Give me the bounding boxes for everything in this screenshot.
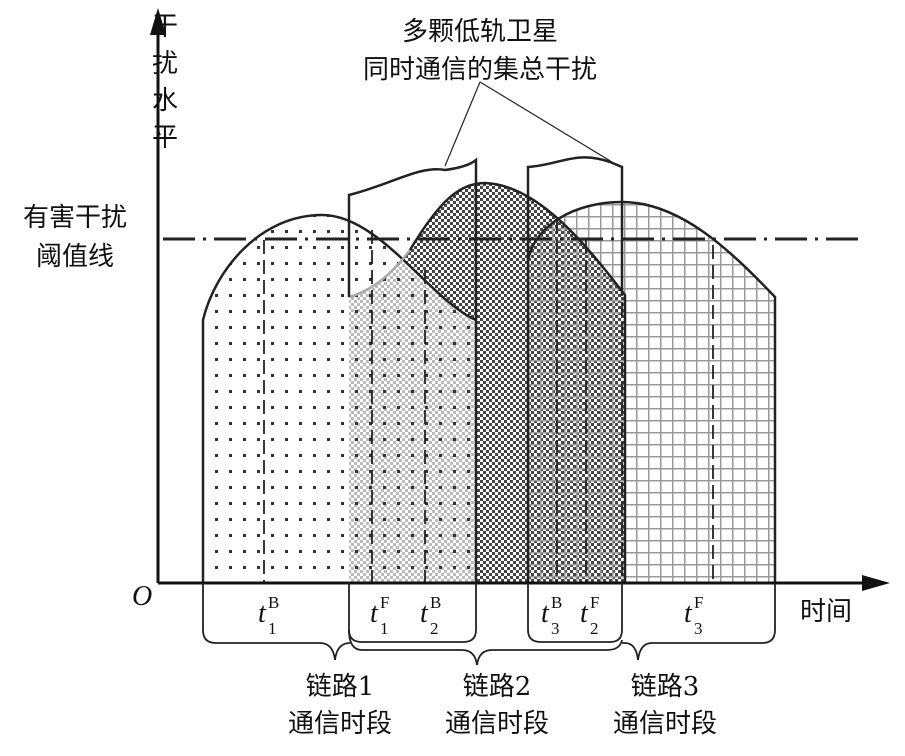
svg-text:3: 3 — [551, 619, 560, 638]
threshold-label: 有害干扰 阈值线 — [23, 203, 127, 272]
svg-text:t: t — [684, 598, 693, 629]
svg-text:F: F — [590, 593, 599, 612]
svg-text:2: 2 — [590, 619, 599, 638]
time-markers — [263, 202, 714, 583]
svg-text:水: 水 — [152, 86, 178, 116]
link1-label: 链路1 通信时段 — [288, 672, 392, 739]
link3-label: 链路3 通信时段 — [613, 672, 717, 739]
chart-title: 多颗低轨卫星 同时通信的集总干扰 — [363, 17, 597, 85]
svg-text:F: F — [380, 593, 389, 612]
x-axis-arrow-icon — [862, 575, 890, 591]
link2-label: 链路2 通信时段 — [445, 672, 549, 739]
svg-text:链路2: 链路2 — [463, 672, 532, 702]
svg-text:t: t — [258, 598, 267, 629]
aggregate-brackets — [347, 156, 624, 320]
svg-text:同时通信的集总干扰: 同时通信的集总干扰 — [363, 55, 597, 85]
svg-text:有害干扰: 有害干扰 — [23, 203, 127, 233]
interval-braces — [202, 583, 776, 666]
svg-text:链路1: 链路1 — [306, 672, 375, 702]
svg-text:3: 3 — [694, 619, 703, 638]
svg-text:干: 干 — [152, 12, 178, 42]
link-labels: 链路1 通信时段 链路2 通信时段 链路3 通信时段 — [288, 672, 717, 739]
y-axis-label: 干 扰 水 平 — [152, 12, 178, 153]
label-leader-lines — [444, 81, 613, 167]
svg-text:通信时段: 通信时段 — [288, 709, 392, 739]
svg-text:t: t — [370, 598, 379, 629]
svg-text:B: B — [551, 593, 562, 612]
svg-text:F: F — [694, 593, 703, 612]
svg-text:B: B — [268, 593, 279, 612]
svg-text:2: 2 — [430, 619, 439, 638]
axes — [156, 25, 875, 585]
svg-text:1: 1 — [268, 619, 277, 638]
svg-text:t: t — [580, 598, 589, 629]
svg-text:t: t — [420, 598, 429, 629]
svg-text:t: t — [541, 598, 550, 629]
svg-text:扰: 扰 — [152, 49, 178, 79]
svg-text:通信时段: 通信时段 — [445, 709, 549, 739]
svg-text:通信时段: 通信时段 — [613, 709, 717, 739]
y-axis-arrow-icon — [150, 8, 166, 35]
svg-text:多颗低轨卫星: 多颗低轨卫星 — [402, 17, 558, 47]
x-axis-label: 时间 — [800, 597, 852, 627]
svg-text:链路3: 链路3 — [631, 672, 700, 702]
svg-text:1: 1 — [380, 619, 389, 638]
svg-text:阈值线: 阈值线 — [36, 242, 114, 272]
svg-text:平: 平 — [152, 123, 178, 153]
origin-label: O — [132, 581, 152, 612]
svg-text:B: B — [430, 593, 441, 612]
